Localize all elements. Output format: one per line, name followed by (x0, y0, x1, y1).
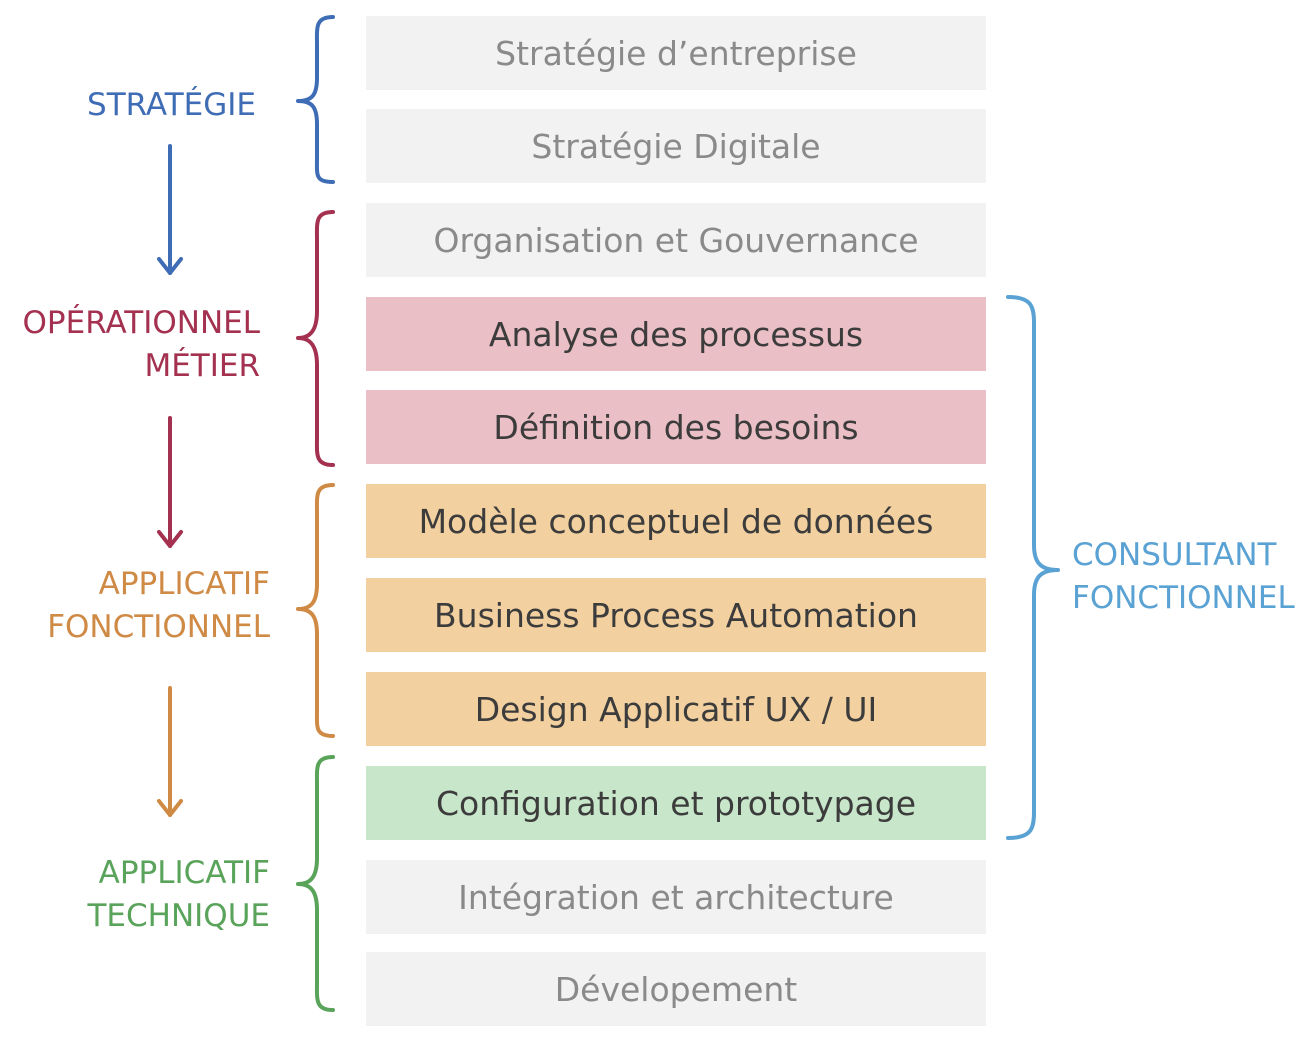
step-developpement: Dévelopement (366, 952, 986, 1026)
step-definition-besoins: Définition des besoins (366, 390, 986, 464)
group-label-line: APPLICATIF (98, 566, 270, 602)
group-label-line: APPLICATIF (98, 855, 270, 891)
consultant-label-line: CONSULTANT (1072, 537, 1277, 573)
brace-applicatif-technique (296, 755, 335, 1012)
step-label: Dévelopement (554, 969, 798, 1009)
consultant-label-line: FONCTIONNEL (1072, 580, 1295, 616)
step-label: Intégration et architecture (458, 877, 894, 917)
group-label-line: MÉTIER (144, 348, 260, 384)
brace-strategie (296, 15, 335, 184)
group-label-strategie: STRATÉGIE (87, 84, 256, 127)
group-label-line: OPÉRATIONNEL (22, 305, 260, 341)
step-label: Définition des besoins (493, 407, 859, 447)
step-business-process-automation: Business Process Automation (366, 578, 986, 652)
group-label-applicatif-technique: APPLICATIF TECHNIQUE (88, 852, 271, 938)
brace-operationnel (296, 210, 335, 467)
step-configuration-prototypage: Configuration et prototypage (366, 766, 986, 840)
step-strategie-entreprise: Stratégie d’entreprise (366, 16, 986, 90)
step-label: Stratégie Digitale (531, 126, 821, 166)
group-label-operationnel: OPÉRATIONNEL MÉTIER (23, 302, 260, 388)
group-label-applicatif-fonctionnel: APPLICATIF FONCTIONNEL (47, 563, 270, 649)
arrow-operationnel-to-fonctionnel (157, 416, 183, 548)
step-label: Organisation et Gouvernance (433, 220, 919, 260)
step-modele-conceptuel: Modèle conceptuel de données (366, 484, 986, 558)
step-label: Stratégie d’entreprise (495, 33, 857, 73)
step-label: Design Applicatif UX / UI (474, 689, 878, 729)
step-label: Analyse des processus (488, 314, 864, 354)
step-integration-architecture: Intégration et architecture (366, 860, 986, 934)
group-label-line: TECHNIQUE (87, 898, 271, 934)
step-label: Configuration et prototypage (435, 783, 916, 823)
brace-consultant (1006, 295, 1060, 840)
arrow-fonctionnel-to-technique (157, 686, 183, 817)
step-analyse-processus: Analyse des processus (366, 297, 986, 371)
group-label-line: STRATÉGIE (87, 87, 256, 123)
arrow-strategie-to-operationnel (157, 144, 183, 275)
step-strategie-digitale: Stratégie Digitale (366, 109, 986, 183)
group-label-line: FONCTIONNEL (47, 609, 270, 645)
step-label: Business Process Automation (434, 595, 918, 635)
brace-applicatif-fonctionnel (296, 483, 335, 738)
step-design-applicatif: Design Applicatif UX / UI (366, 672, 986, 746)
consultant-fonctionnel-label: CONSULTANT FONCTIONNEL (1072, 534, 1295, 620)
step-label: Modèle conceptuel de données (418, 501, 934, 541)
step-organisation-gouvernance: Organisation et Gouvernance (366, 203, 986, 277)
